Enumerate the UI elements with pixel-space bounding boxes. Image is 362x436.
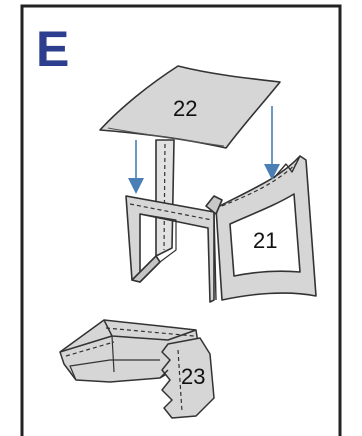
part-22-sheet [99,65,281,149]
part-label-21: 21 [253,228,278,253]
assembly-arrows [128,106,280,194]
panel-letter: E [36,21,70,77]
part-21-frame [125,139,317,303]
part-23-box [59,319,215,419]
part-label-22: 22 [173,96,198,121]
part-label-23: 23 [181,364,206,389]
panel-border [20,4,342,436]
